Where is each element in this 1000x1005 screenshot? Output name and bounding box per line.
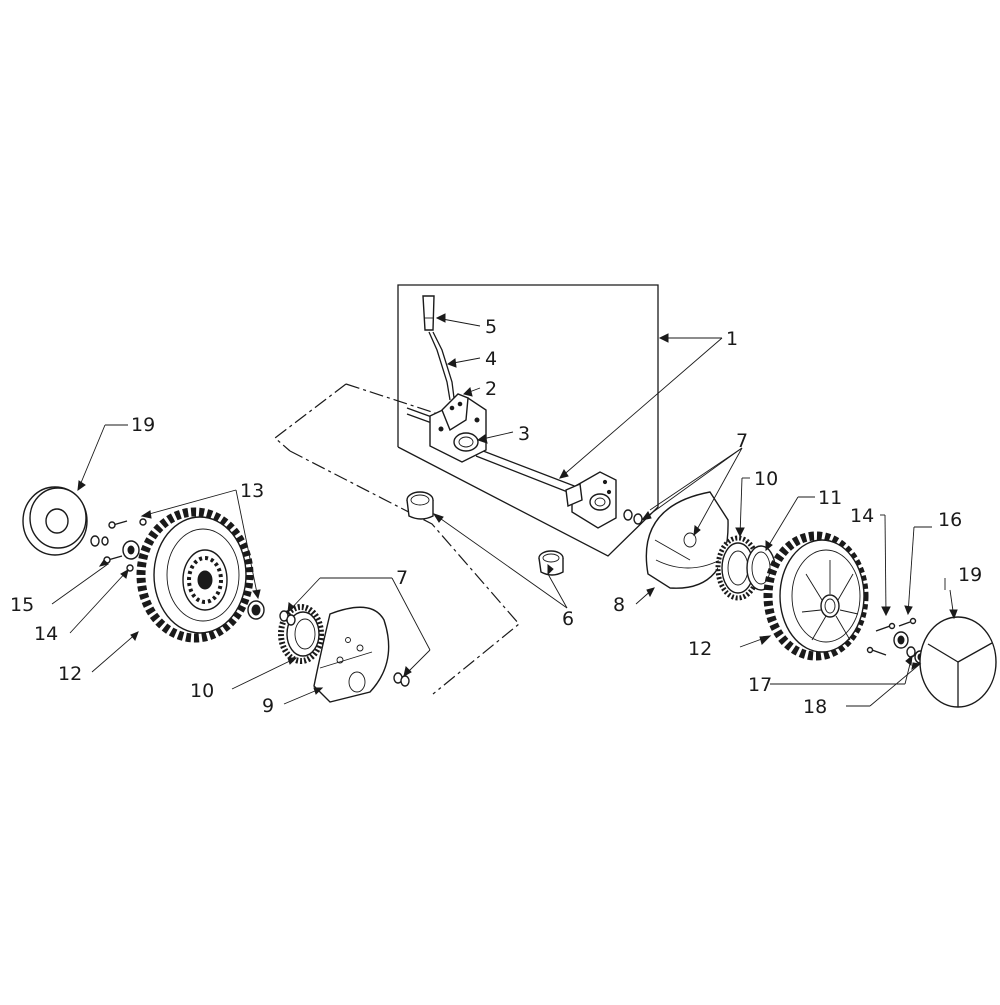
- bolts-right: [866, 617, 917, 656]
- hub-cap-right: [919, 616, 997, 708]
- callout-labels: 1 2 3 4 5 6 7 7 8 9 10 10 11 12 12 13 14…: [10, 316, 982, 718]
- wheel-cover-left: [22, 486, 88, 556]
- callout-16: 16: [938, 509, 962, 531]
- callout-14-left: 14: [34, 623, 58, 645]
- callout-12-left: 12: [58, 663, 82, 685]
- callout-2: 2: [485, 378, 497, 400]
- shifter-assembly: [406, 295, 617, 529]
- bushing-left: [247, 600, 265, 620]
- wheel-left: [136, 507, 254, 643]
- callout-15: 15: [10, 594, 34, 616]
- callout-11: 11: [818, 487, 842, 509]
- bearing-right: [893, 631, 909, 649]
- callout-9: 9: [262, 695, 274, 717]
- callout-19-right: 19: [958, 564, 982, 586]
- callout-18: 18: [803, 696, 827, 718]
- bearing-left: [122, 540, 140, 560]
- washer-pair-right: [623, 509, 643, 525]
- washers-left-cover: [393, 672, 410, 687]
- callout-19-left: 19: [131, 414, 155, 436]
- washers-left-gear: [279, 610, 296, 626]
- callout-12-right: 12: [688, 638, 712, 660]
- wheel-right: [763, 531, 869, 661]
- callout-14-right: 14: [850, 505, 874, 527]
- callout-3: 3: [518, 423, 530, 445]
- assembly-box: [397, 284, 659, 557]
- cup-bushing-lower: [538, 550, 564, 576]
- dust-cover-left: [313, 606, 390, 703]
- callout-6: 6: [562, 608, 574, 630]
- callout-13: 13: [240, 480, 264, 502]
- callout-5: 5: [485, 316, 497, 338]
- callout-8: 8: [613, 594, 625, 616]
- callout-10-left: 10: [190, 680, 214, 702]
- callout-7-top: 7: [736, 430, 748, 452]
- callout-1: 1: [726, 328, 738, 350]
- callout-10-right: 10: [754, 468, 778, 490]
- callout-4: 4: [485, 348, 497, 370]
- callout-7-left: 7: [396, 567, 408, 589]
- callout-17: 17: [748, 674, 772, 696]
- leader-lines: [51, 317, 955, 707]
- leader-arrowheads: [77, 313, 958, 695]
- cup-bushing-upper: [406, 491, 434, 520]
